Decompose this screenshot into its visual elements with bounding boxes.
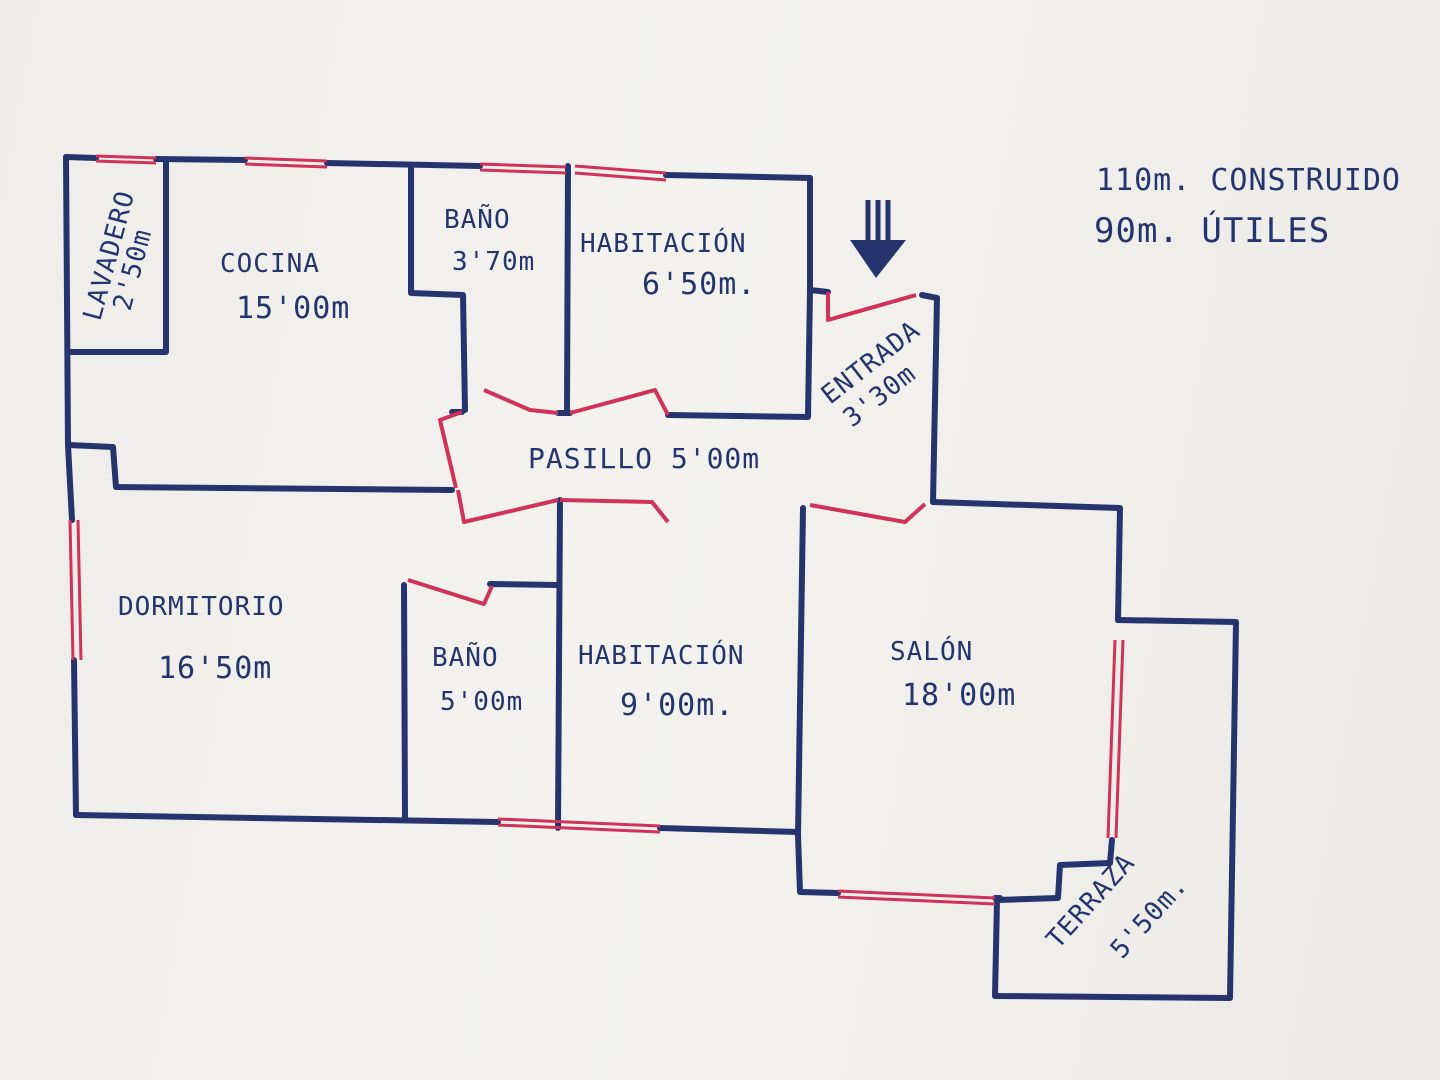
salon-area: 18'00m bbox=[902, 678, 1016, 713]
bano2-area: 5'00m bbox=[440, 687, 523, 717]
dormitorio-area: 16'50m bbox=[158, 651, 272, 686]
habitacion1-name: HABITACIÓN bbox=[580, 227, 747, 259]
windows bbox=[68, 154, 1125, 906]
habitacion2-name: HABITACIÓN bbox=[578, 639, 745, 671]
dormitorio-name: DORMITORIO bbox=[118, 592, 285, 622]
walls bbox=[63, 154, 1239, 1001]
arrow-down-icon bbox=[850, 200, 906, 278]
total-utiles: 90m. ÚTILES bbox=[1094, 210, 1330, 251]
bano1-area: 3'70m bbox=[452, 247, 535, 277]
cocina-area: 15'00m bbox=[236, 291, 350, 326]
salon-name: SALÓN bbox=[890, 635, 973, 667]
doors bbox=[407, 292, 927, 606]
bano2-name: BAÑO bbox=[432, 641, 499, 673]
habitacion2-area: 9'00m. bbox=[620, 688, 734, 723]
total-construido: 110m. CONSTRUIDO bbox=[1096, 163, 1401, 198]
bano1-name: BAÑO bbox=[444, 203, 511, 235]
pasillo-label: PASILLO 5'00m bbox=[528, 442, 760, 475]
cocina-name: COCINA bbox=[220, 249, 320, 279]
habitacion1-area: 6'50m. bbox=[642, 267, 756, 302]
